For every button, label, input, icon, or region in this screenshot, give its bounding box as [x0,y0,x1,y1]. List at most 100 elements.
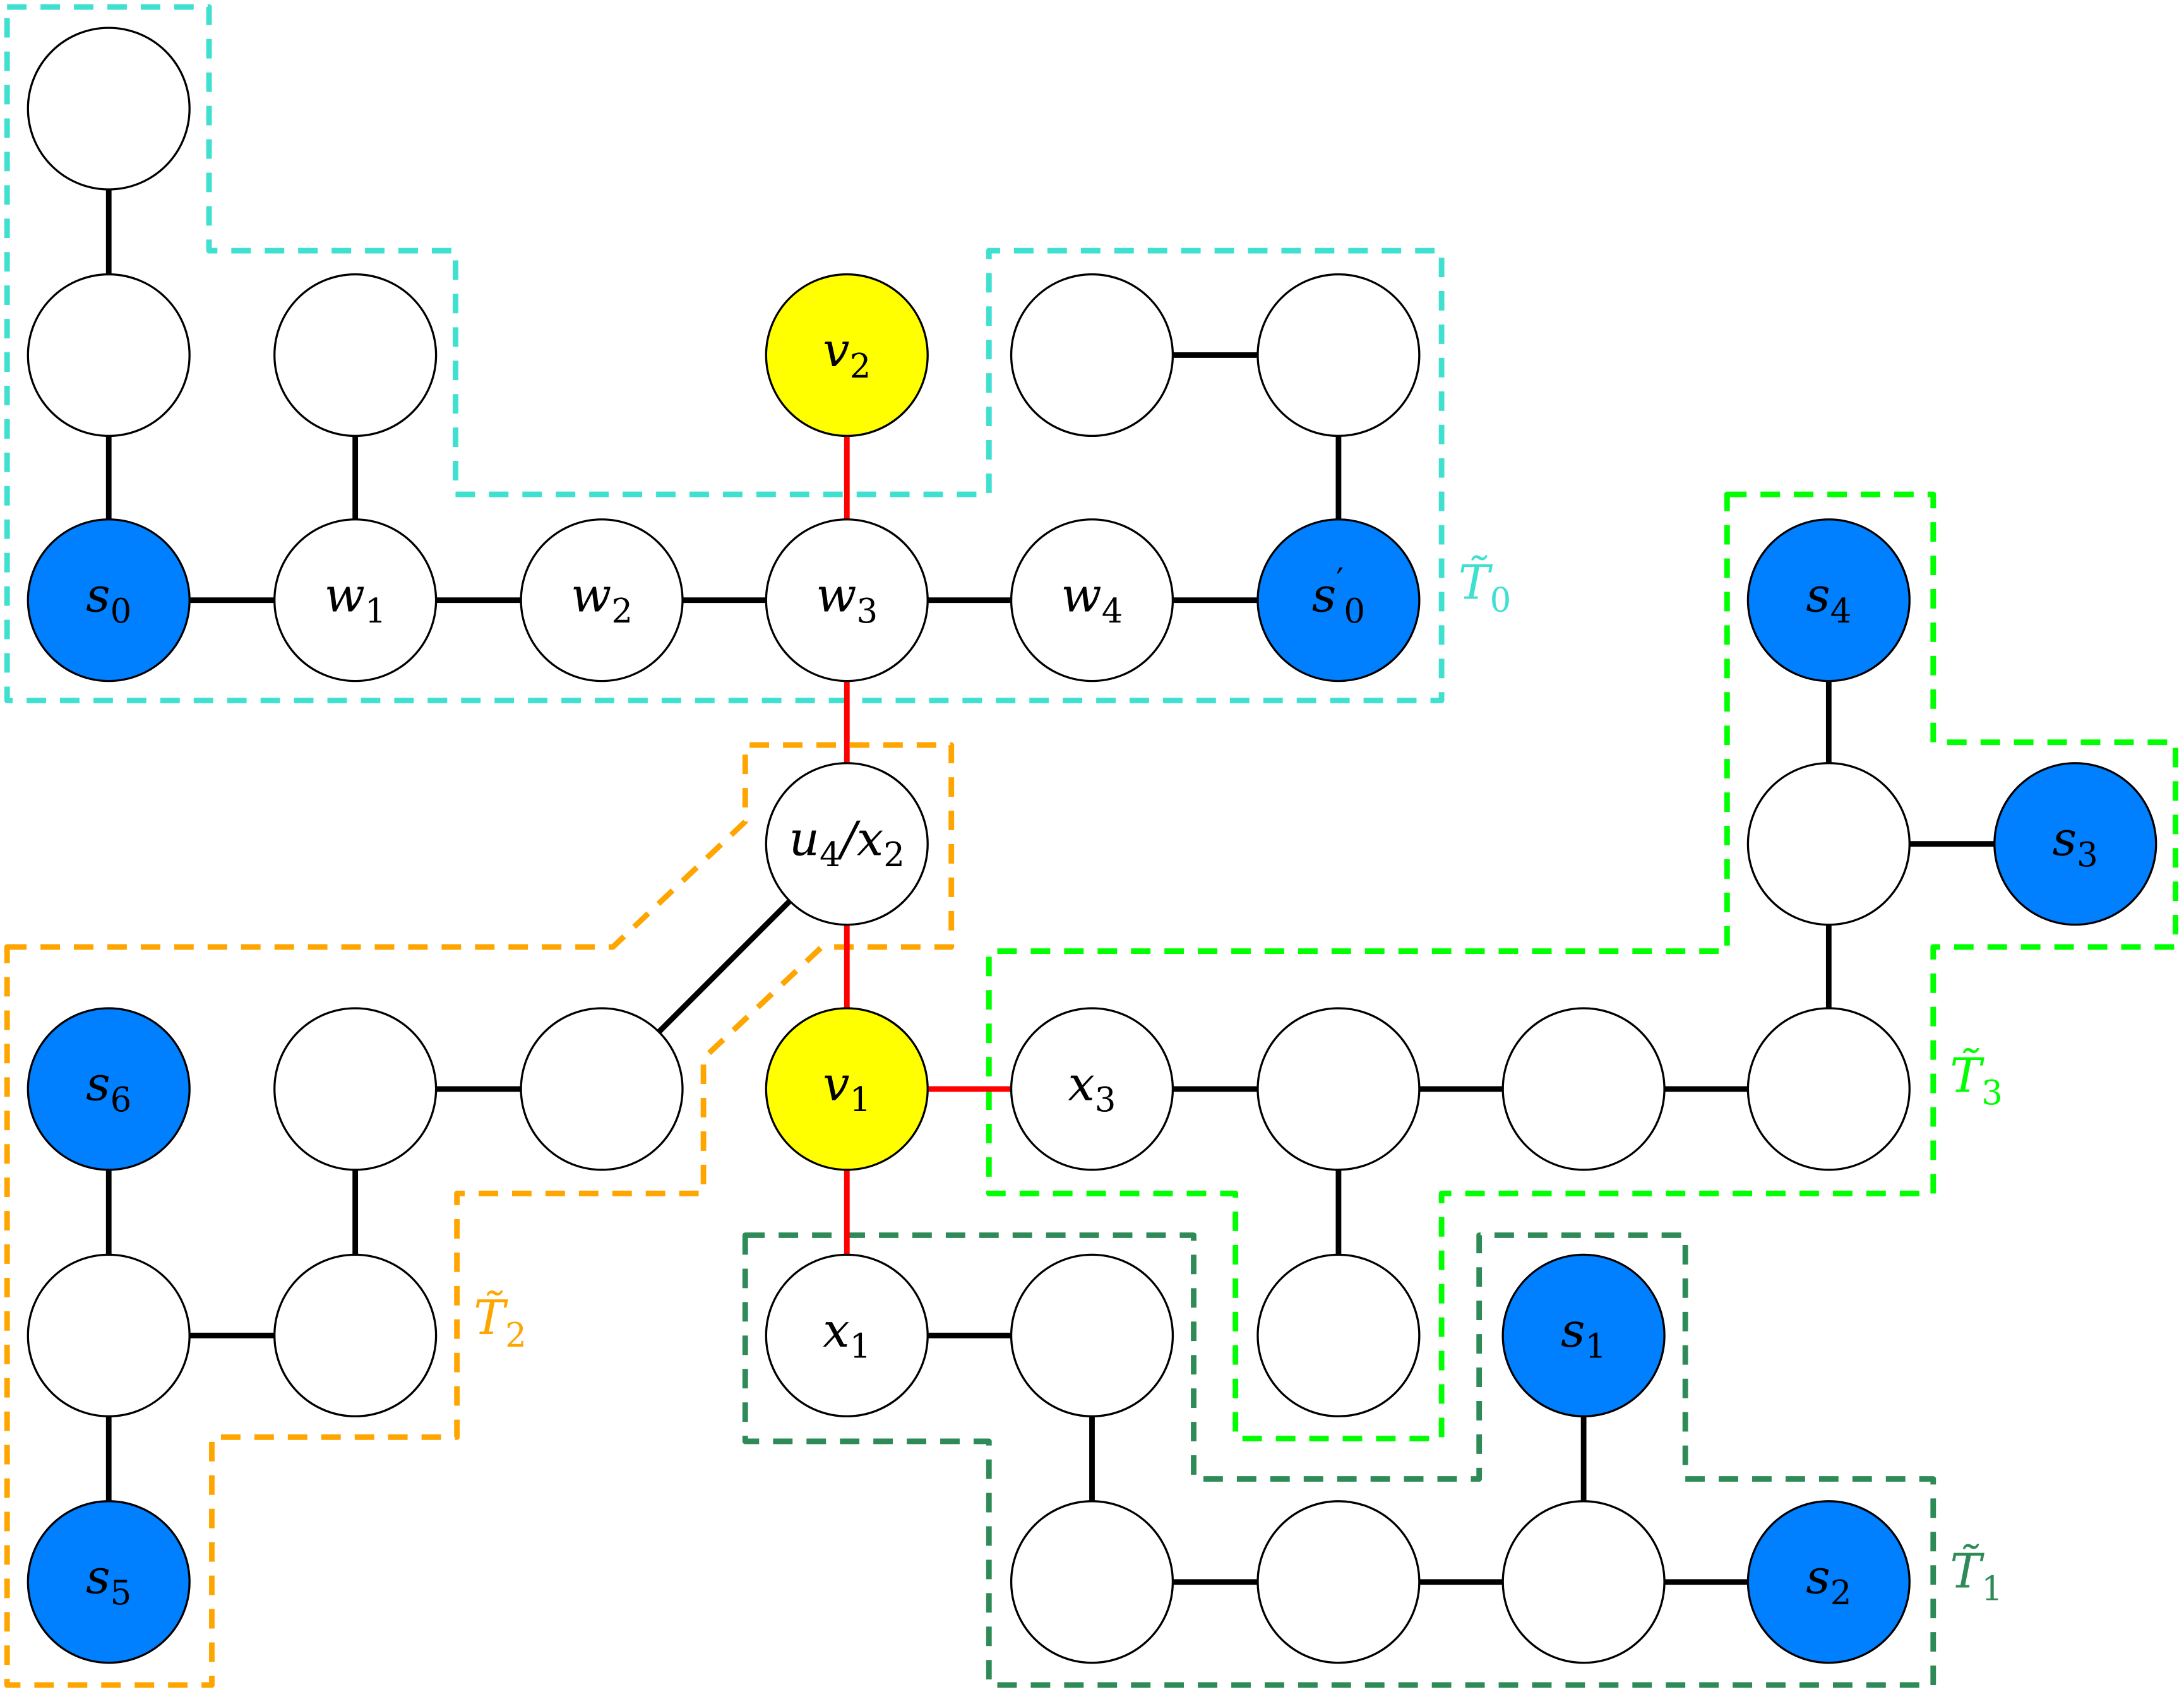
node-a3 [273,273,438,438]
node-label: u4/x2 [789,811,905,874]
node-label: s2 [1806,1549,1851,1612]
node-label-part: s [86,567,110,623]
node-label-part: 1 [850,1328,871,1366]
node-s2: s2 [1746,1500,1911,1664]
node-label-part: 1 [850,1081,871,1119]
node-e2 [1010,1500,1174,1664]
region-T2-boundary [4,742,955,1688]
node-circle [1010,273,1174,438]
node-a1 [27,27,191,191]
node-w1: w1 [273,518,438,682]
node-a4 [1010,273,1174,438]
node-circle [27,518,191,682]
node-label-part: 0 [1344,592,1365,631]
node-circle [520,1007,684,1171]
node-circle [1010,1007,1174,1171]
node-label-part: v [823,322,849,378]
node-label: x3 [1068,1056,1116,1120]
node-label: s4 [1806,567,1851,631]
node-s3: s3 [1993,762,2157,926]
node-s4: s4 [1746,518,1911,682]
node-c3 [27,1253,191,1417]
node-s0: s0 [27,518,191,682]
node-label: s′0 [1312,561,1365,631]
node-v1: v1 [765,1007,929,1171]
node-label-part: 3 [2077,836,2098,874]
node-label-part: 5 [110,1574,132,1612]
region-T1-label: T̃1 [1950,1544,2003,1609]
node-circle [1746,762,1911,926]
node-v2: v2 [765,273,929,438]
node-label-part: 1 [365,592,386,631]
node-w4: w4 [1010,518,1174,682]
node-circle [27,1253,191,1417]
region-T3-boundary [986,491,2178,1441]
region-label-subscript: 0 [1490,581,1512,619]
region-T0-label: T̃0 [1459,554,1512,619]
node-label-part: x [857,811,883,866]
node-circle [1010,518,1174,682]
node-label-part: w [1061,567,1102,623]
node-circle [273,1253,438,1417]
node-label-part: x [1068,1056,1095,1112]
node-label-part: w [816,567,856,623]
node-c1 [273,1007,438,1171]
region-label-base: T̃ [1459,554,1493,610]
region-label-subscript: 3 [1981,1074,2003,1112]
node-b1 [1746,762,1911,926]
node-d4 [1256,1253,1421,1417]
node-label-part: x [823,1302,849,1358]
node-label-part: ′ [1336,561,1344,600]
node-label: s1 [1561,1302,1606,1366]
region-label-base: T̃ [1950,1544,1984,1599]
node-circle [1501,1007,1666,1171]
node-d3 [1746,1007,1911,1171]
node-label: s5 [86,1549,131,1612]
node-e3 [1256,1500,1421,1664]
node-w2: w2 [520,518,684,682]
node-label-part: s [86,1056,110,1112]
node-label: w2 [571,567,633,631]
node-circle [520,518,684,682]
node-a5 [1256,273,1421,438]
node-label: v2 [823,322,871,386]
node-circle [1010,1253,1174,1417]
node-circle [1746,518,1911,682]
node-circle [765,1253,929,1417]
node-circle [273,273,438,438]
node-w3: w3 [765,518,929,682]
node-label-part: 2 [850,347,871,386]
node-circle [27,1007,191,1171]
region-label-subscript: 2 [505,1316,527,1355]
node-label-part: 6 [110,1081,132,1119]
node-circle [1256,1253,1421,1417]
node-circle [27,273,191,438]
node-label-part: 2 [1830,1574,1852,1612]
node-label-part: 4 [1102,592,1123,631]
node-s0p: s′0 [1256,518,1421,682]
node-e4 [1501,1500,1666,1664]
node-label-part: v [823,1056,849,1112]
node-label-part: s [1561,1302,1585,1358]
node-label-part: s [86,1549,110,1604]
node-label-part: 4 [1830,592,1852,631]
node-label-part: 2 [611,592,633,631]
node-circle [1256,273,1421,438]
node-circle [1501,1500,1666,1664]
region-T1-boundary [742,1232,1936,1688]
node-circle [765,1007,929,1171]
node-circle [1746,1007,1911,1171]
node-e1 [1010,1253,1174,1417]
node-circle [1993,762,2157,926]
node-label: w3 [816,567,878,631]
node-label-part: w [325,567,365,623]
node-label: x1 [823,1302,871,1366]
node-label: s0 [86,567,131,631]
region-label-subscript: 1 [1981,1570,2003,1608]
node-label-part: 1 [1585,1328,1607,1366]
node-label-part: s [1806,1549,1830,1604]
node-circle [765,762,929,926]
node-label-part: 0 [110,592,132,631]
node-label-part: u [789,811,820,866]
